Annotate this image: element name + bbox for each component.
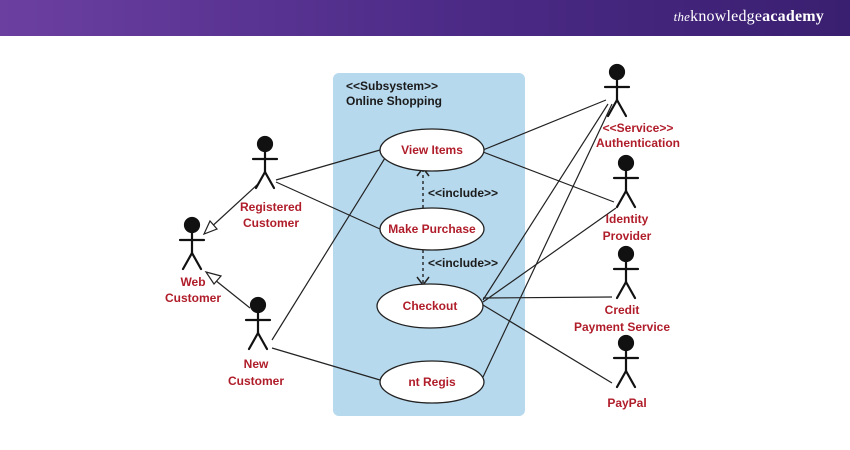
gen-registered-web bbox=[207, 183, 259, 231]
actor-credit-payment-service bbox=[612, 245, 640, 300]
actor-paypal-label: PayPal bbox=[607, 396, 646, 410]
header-banner: theknowledgeacademy bbox=[0, 0, 850, 36]
include-label-2: <<include>> bbox=[428, 256, 498, 270]
usecase-register bbox=[379, 360, 485, 404]
actor-registered-customer bbox=[251, 135, 279, 190]
actor-idp-label-2: Provider bbox=[603, 229, 652, 243]
brand-prefix: the bbox=[673, 9, 691, 24]
usecase-view-items-label: View Items bbox=[401, 143, 463, 157]
usecase-register-label: nt Regis bbox=[408, 375, 456, 389]
association-lines bbox=[271, 99, 617, 384]
actor-web-label-2: Customer bbox=[165, 291, 221, 305]
link-checkout-paypal bbox=[482, 304, 613, 384]
actor-idp-label-1: Identity bbox=[606, 212, 649, 226]
actor-new-label-2: Customer bbox=[228, 374, 284, 388]
generalization-lines bbox=[202, 183, 259, 309]
gen-arrowhead-2 bbox=[204, 271, 223, 285]
subsystem-name: Online Shopping bbox=[346, 94, 442, 108]
actor-new-label-1: New bbox=[244, 357, 269, 371]
brand-logo: theknowledgeacademy bbox=[674, 8, 824, 26]
link-checkout-credit bbox=[482, 296, 613, 299]
actor-auth-label-2: Authentication bbox=[596, 136, 680, 150]
actor-auth-label-1: <<Service>> bbox=[603, 121, 674, 135]
actor-identity-provider bbox=[612, 154, 640, 209]
actor-web-label-1: Web bbox=[180, 275, 205, 289]
actor-paypal bbox=[612, 334, 640, 389]
link-registered-view bbox=[275, 149, 381, 181]
link-checkout-auth bbox=[482, 103, 609, 301]
link-view-auth bbox=[482, 99, 607, 151]
actor-registered-label-2: Customer bbox=[243, 216, 299, 230]
subsystem-stereotype: <<Subsystem>> bbox=[346, 79, 438, 93]
usecase-checkout-label: Checkout bbox=[403, 299, 458, 313]
usecase-checkout bbox=[376, 283, 484, 329]
link-new-register bbox=[271, 347, 381, 381]
usecase-make-purchase-label: Make Purchase bbox=[388, 222, 476, 236]
actor-web-customer bbox=[178, 216, 206, 271]
usecase-view-items bbox=[379, 128, 485, 172]
brand-main: knowledge bbox=[690, 8, 763, 25]
actor-authentication bbox=[603, 63, 631, 118]
include-label-1: <<include>> bbox=[428, 186, 498, 200]
link-register-auth bbox=[482, 103, 613, 378]
usecase-make-purchase bbox=[379, 207, 485, 251]
brand-bold: academy bbox=[762, 8, 824, 25]
actor-new-customer bbox=[244, 296, 272, 351]
link-new-view bbox=[271, 157, 386, 341]
link-checkout-idp bbox=[482, 207, 617, 303]
link-registered-purchase bbox=[275, 181, 381, 230]
actor-credit-label-2: Payment Service bbox=[574, 320, 670, 334]
gen-arrowhead-1 bbox=[202, 219, 219, 236]
actor-registered-label-1: Registered bbox=[240, 200, 302, 214]
actor-credit-label-1: Credit bbox=[605, 303, 640, 317]
link-view-idp bbox=[482, 151, 615, 203]
